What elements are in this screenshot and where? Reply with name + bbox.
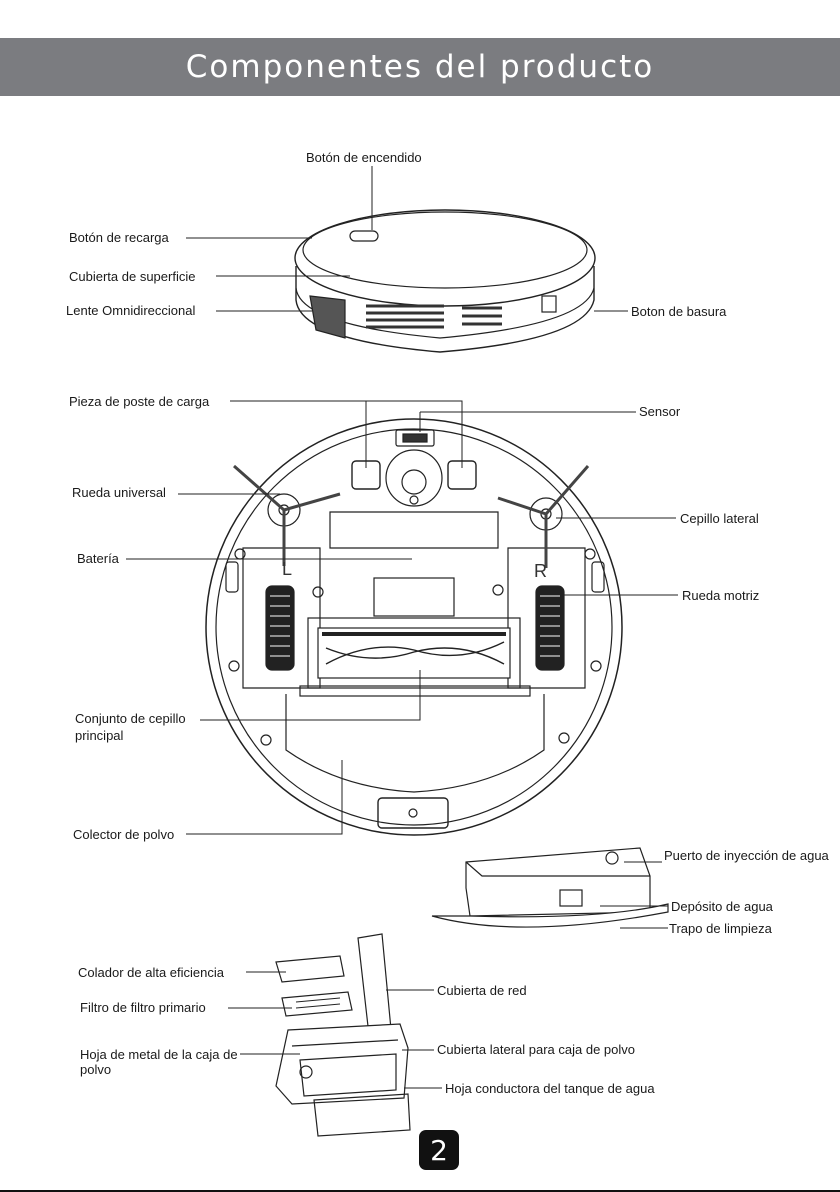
label-water-reservoir: Depósito de agua bbox=[671, 899, 773, 914]
label-power-button: Botón de encendido bbox=[306, 150, 422, 165]
dust-box-illustration bbox=[276, 934, 410, 1136]
label-guide-sheet: Hoja conductora del tanque de agua bbox=[445, 1081, 655, 1096]
label-battery: Batería bbox=[77, 551, 119, 566]
label-trash-button: Boton de basura bbox=[631, 304, 726, 319]
label-dust-collector: Colector de polvo bbox=[73, 827, 174, 842]
left-mark: L bbox=[282, 559, 292, 579]
water-tank-illustration bbox=[432, 848, 668, 927]
label-side-brush: Cepillo lateral bbox=[680, 511, 759, 526]
label-net-cover: Cubierta de red bbox=[437, 983, 527, 998]
label-side-cover: Cubierta lateral para caja de polvo bbox=[437, 1042, 635, 1057]
robot-bottom-view: L R bbox=[206, 419, 622, 835]
label-drive-wheel: Rueda motriz bbox=[682, 588, 759, 603]
label-universal-wheel: Rueda universal bbox=[72, 485, 166, 500]
label-primary-filter: Filtro de filtro primario bbox=[80, 1000, 206, 1015]
label-omni-lens: Lente Omnidireccional bbox=[66, 303, 195, 318]
label-surface-cover: Cubierta de superficie bbox=[69, 269, 195, 284]
label-cleaning-mop: Trapo de limpieza bbox=[669, 921, 772, 936]
right-mark: R bbox=[534, 561, 547, 581]
robot-top-view bbox=[295, 210, 595, 352]
label-hepa-filter: Colador de alta eficiencia bbox=[78, 965, 224, 980]
label-charging-post: Pieza de poste de carga bbox=[69, 394, 209, 409]
label-water-injection-port: Puerto de inyección de agua bbox=[664, 848, 834, 863]
label-metal-sheet: Hoja de metal de la caja de polvo bbox=[80, 1047, 245, 1077]
label-sensor: Sensor bbox=[639, 404, 680, 419]
page-number: 2 bbox=[419, 1130, 459, 1170]
label-recharge-button: Botón de recarga bbox=[69, 230, 169, 245]
label-main-brush: Conjunto de cepillo principal bbox=[75, 710, 205, 744]
